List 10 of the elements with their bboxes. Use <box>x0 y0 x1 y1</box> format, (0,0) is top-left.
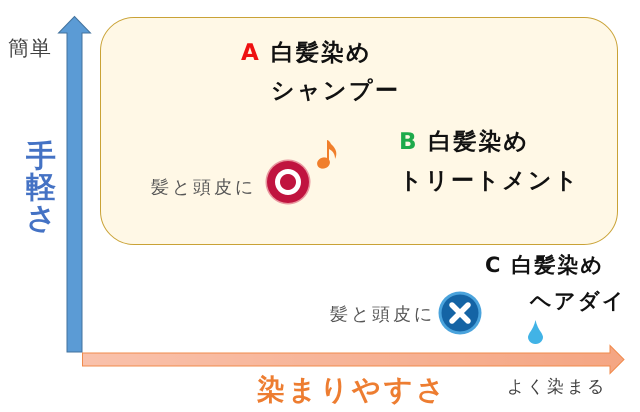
highlight-panel <box>100 17 618 245</box>
product-label: A 白髪染めシャンプー <box>241 39 400 106</box>
note-text: 髪と頭皮に <box>330 303 435 327</box>
note-text: 髪と頭皮に <box>151 176 256 200</box>
axis-title: 染まりやすさ <box>257 373 448 407</box>
product-label: B 白髪染めトリートメント <box>399 128 580 196</box>
axis-end-label: よく染まる <box>507 376 607 398</box>
axis-title: 手軽さ <box>26 141 56 234</box>
product-label: C 白髪染めヘアダイ <box>485 252 626 315</box>
axis-end-label: 簡単 <box>8 35 52 61</box>
